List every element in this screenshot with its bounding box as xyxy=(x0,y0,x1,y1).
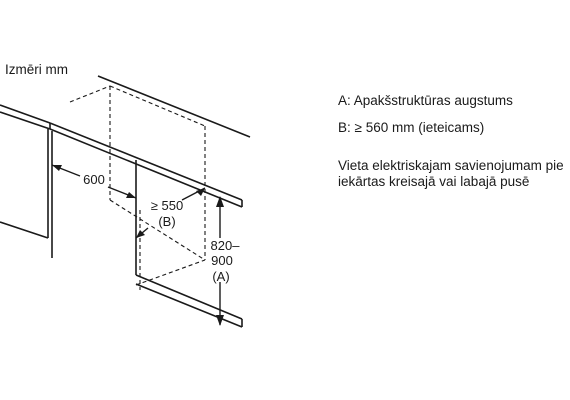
gap-letter-label: (B) xyxy=(158,214,175,229)
page-title: Izmēri mm xyxy=(5,62,68,77)
legend-item-b: B: ≥ 560 mm (ieteicams) xyxy=(338,119,484,136)
legend-text-b: ≥ 560 mm (ieteicams) xyxy=(354,120,485,135)
width-label: 600 xyxy=(83,172,105,187)
legend-key-b: B: xyxy=(338,120,351,135)
right-cabinet xyxy=(135,160,243,328)
height-letter-label: (A) xyxy=(212,269,229,284)
height-dimension xyxy=(216,196,224,326)
left-cabinet xyxy=(0,129,53,258)
gap-value-label: ≥ 550 xyxy=(151,198,183,213)
legend-key-a: A: xyxy=(338,93,351,108)
legend-item-a: A: Apakšstruktūras augstums xyxy=(338,92,513,109)
height-top-label: 820– xyxy=(211,238,241,253)
width-dimension xyxy=(51,164,137,199)
worktop xyxy=(0,75,251,208)
note-line-1: Vieta elektriskajam savienojumam pie xyxy=(338,158,564,173)
note-line-2: iekārtas kreisajā vai labajā pusē xyxy=(338,174,530,189)
height-bottom-label: 900 xyxy=(211,253,233,268)
gap-dimension xyxy=(135,187,206,239)
legend-text-a: Apakšstruktūras augstums xyxy=(353,93,513,108)
appliance-outline xyxy=(69,85,206,290)
